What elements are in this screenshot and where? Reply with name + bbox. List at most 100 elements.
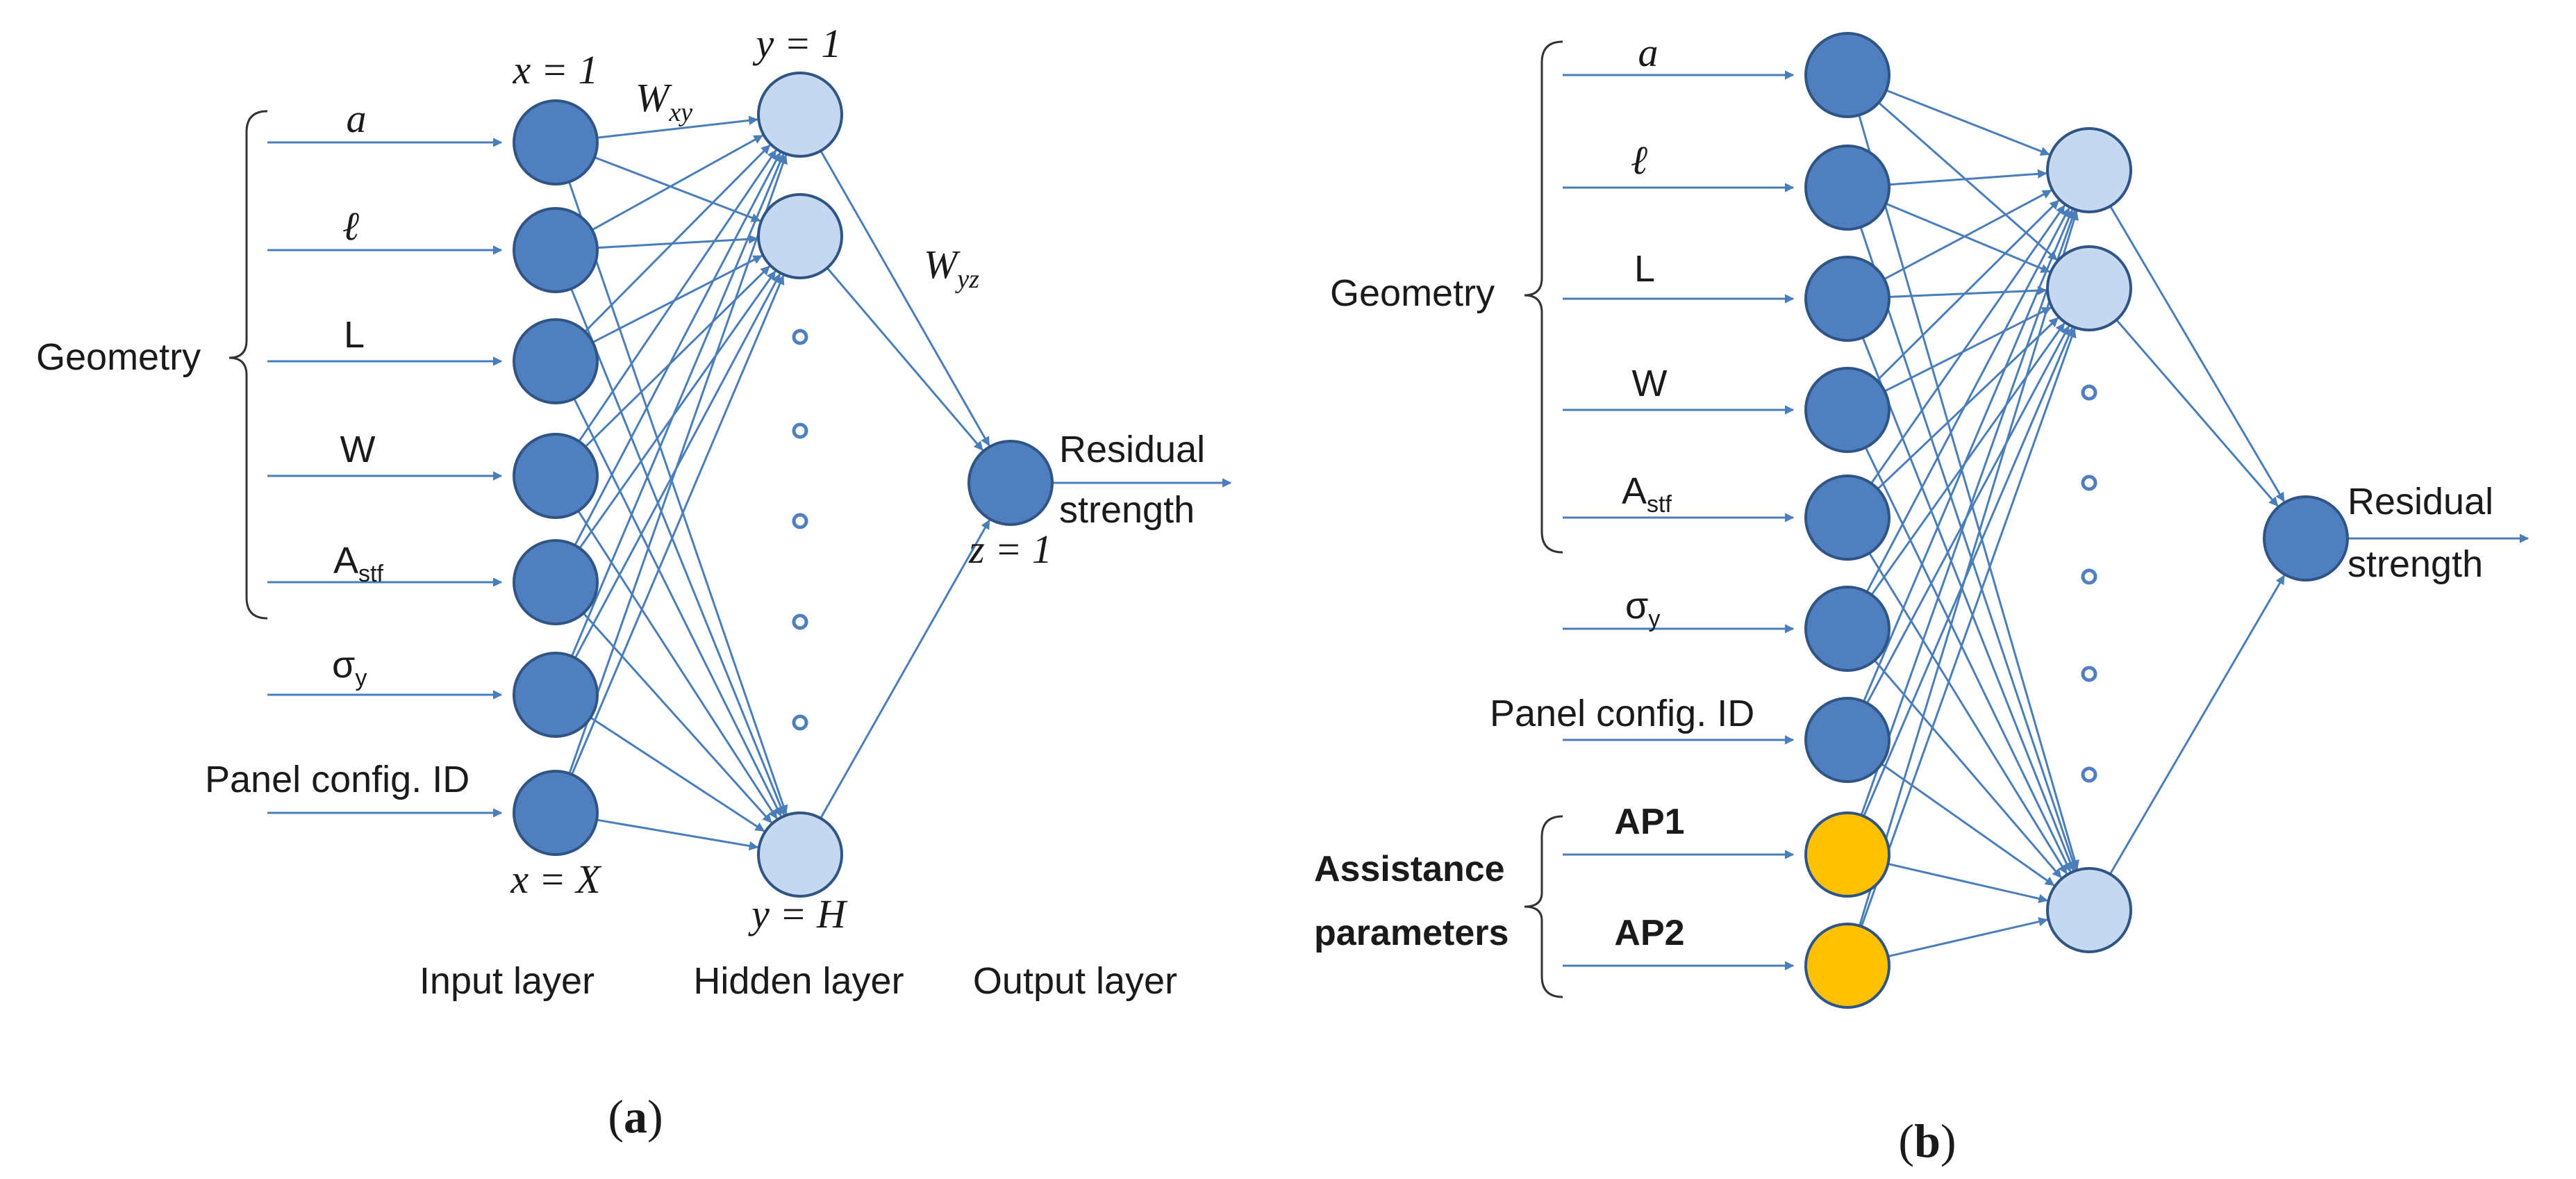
panel-a-edge-in6-hid3 (590, 716, 765, 832)
panel-a-output-label-line1: Residual (1059, 429, 1205, 470)
panel-b-input-node-5 (1804, 475, 1891, 561)
panel-b-geometry-brace (1524, 40, 1563, 554)
panel-a-astf-base: A (333, 540, 358, 582)
panel-a-hidden-node-3 (757, 811, 843, 898)
panel-b-input-label-sigma: σy (1625, 585, 1660, 632)
panel-a-geometry-brace (228, 110, 268, 620)
panel-b-geometry-label: Geometry (1330, 272, 1495, 314)
panel-b-edge-hid1-out (2109, 205, 2285, 502)
panel-b-assist-brace (1524, 815, 1563, 998)
panel-a-input-label-ell: ℓ (342, 204, 359, 249)
panel-b-ellipsis-dots (2081, 384, 2097, 783)
panel-b: Geometry Assistance parameters a ℓ L W A… (1314, 30, 2529, 1167)
panel-b-edge-in7-hid1 (1863, 208, 2074, 702)
panel-a-input-layer-label: Input layer (419, 960, 595, 1002)
panel-a-input-label-a: a (347, 96, 367, 141)
panel-a-input-node-2 (513, 207, 599, 293)
panel-b-edge-in3-hid1 (1884, 189, 2052, 281)
panel-b-hidden-node-1 (2046, 127, 2132, 213)
panel-a-nodes (513, 72, 1054, 898)
panel-a-input-arrows (267, 138, 503, 818)
panel-a-input-label-sigma: σy (332, 644, 367, 691)
panel-b-edge-in9-hid1 (1859, 211, 2079, 927)
panel-a-hidden-layer-label: Hidden layer (693, 960, 904, 1002)
panel-a-input-node-6 (513, 652, 599, 738)
panel-a-edge-hid1-out (820, 150, 990, 447)
panel-a-input-node-5 (513, 539, 599, 625)
panel-a-ellipsis-dots (792, 329, 808, 731)
panel-a-edge-in2-hid2 (597, 234, 758, 249)
panel-a-input-label-panel-config: Panel config. ID (205, 759, 470, 800)
panel-b-edge-in3-hid2 (1888, 286, 2047, 298)
panel-b-edge-in9-hid3 (1888, 917, 2048, 958)
panel-b-edge-in6-hid3 (1873, 659, 2062, 878)
panel-a-edge-in1-hid3 (568, 181, 788, 815)
panel-b-input-label-panel-config: Panel config. ID (1490, 693, 1754, 734)
panel-a-edge-in1-hid1 (597, 115, 758, 139)
panel-a-sigma-base: σ (332, 644, 355, 686)
panel-b-edge-in9-hid2 (1860, 328, 2077, 927)
panel-a: Geometry a ℓ L W Astf σy Panel config. I… (36, 21, 1232, 1143)
panel-b-hidden-node-2 (2046, 245, 2132, 331)
panel-b-edge-in8-hid3 (1888, 862, 2048, 903)
panel-a-input-node-1 (513, 99, 599, 185)
panel-a-wxy-sub: xy (668, 98, 692, 127)
panel-b-output-label-line2: strength (2348, 543, 2483, 585)
panel-a-caption-close: ) (647, 1090, 663, 1143)
panel-b-edge-in7-hid3 (1881, 763, 2055, 887)
panel-a-y-first-label: y = 1 (753, 21, 842, 66)
panel-b-input-node-6 (1804, 586, 1891, 672)
panel-a-edge-in6-hid1 (570, 153, 785, 657)
panel-a-dot-4 (792, 613, 808, 630)
panel-a-output-label-line2: strength (1059, 489, 1195, 531)
panel-a-edge-hid2-out (826, 267, 983, 451)
panel-b-hidden-node-3 (2046, 867, 2132, 953)
panel-b-input-label-a: a (1638, 30, 1659, 75)
panel-a-x-last-label: x = X (510, 857, 602, 902)
panel-a-edge-in5-hid2 (579, 270, 776, 549)
panel-b-astf-base: A (1622, 470, 1647, 512)
panel-b-input-arrows (1563, 70, 1795, 971)
panel-b-input-node-1 (1804, 32, 1891, 118)
panel-b-edge-in6-hid1 (1865, 207, 2070, 593)
panel-b-caption-letter: b (1914, 1114, 1941, 1167)
panel-b-dot-3 (2081, 568, 2097, 585)
panel-b-edge-in5-hid3 (1868, 552, 2068, 875)
panel-a-edge-hid3-out (820, 519, 990, 819)
panel-b-input-label-ap2: AP2 (1614, 913, 1684, 953)
panel-b-edge-in2-hid2 (1885, 202, 2051, 273)
panel-a-wyz-base: W (924, 242, 961, 287)
panel-a-wxy-base: W (635, 75, 672, 120)
panel-a-x-first-label: x = 1 (513, 47, 599, 92)
panel-a-output-layer-label: Output layer (973, 960, 1177, 1002)
panel-b-sigma-sub: y (1648, 606, 1660, 632)
panel-b-input-node-3 (1804, 256, 1891, 342)
panel-a-edge-in1-hid2 (594, 156, 761, 222)
panel-a-edge-in4-hid1 (578, 149, 777, 443)
panel-a-dot-3 (792, 513, 808, 529)
panel-a-input-node-3 (513, 318, 599, 404)
panel-a-edge-in7-hid3 (596, 818, 759, 851)
panel-b-assist-label-line2: parameters (1314, 913, 1509, 953)
panel-a-input-node-4 (513, 433, 599, 519)
panel-a-edge-in2-hid3 (570, 288, 786, 816)
panel-b-input-label-ell: ℓ (1631, 138, 1647, 183)
panel-a-edge-in2-hid1 (591, 134, 763, 231)
panel-b-input-label-W: W (1632, 363, 1668, 404)
panel-a-edge-in3-hid3 (573, 398, 782, 817)
panel-b-edge-hid3-out (2109, 575, 2286, 875)
panel-b-dot-5 (2081, 766, 2097, 783)
panel-b-assist-label-line1: Assistance (1314, 849, 1505, 889)
panel-b-assist-node-2 (1804, 923, 1891, 1009)
panel-b-nodes (1804, 32, 2349, 1009)
panel-b-assist-node-1 (1804, 811, 1891, 898)
panel-a-edge-in4-hid2 (584, 265, 770, 448)
panel-a-edge-in5-hid3 (582, 612, 772, 823)
panel-b-sigma-base: σ (1625, 585, 1648, 627)
panel-b-input-label-Astf: Astf (1622, 470, 1672, 518)
panel-a-caption-open: ( (608, 1090, 624, 1143)
panel-a-input-label-L: L (344, 314, 365, 356)
panel-a-z-first-label: z = 1 (968, 527, 1052, 572)
panel-b-astf-sub: stf (1647, 491, 1672, 518)
